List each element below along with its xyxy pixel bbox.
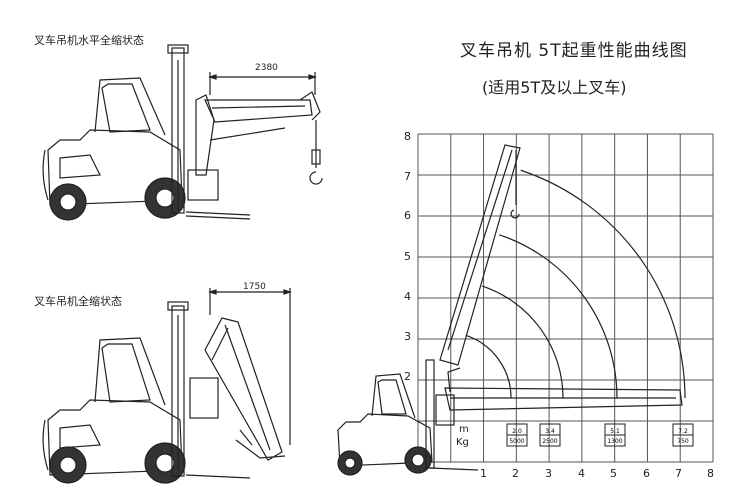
load-capacity-value: 2500 — [542, 438, 557, 445]
load-capacity-value: 750 — [677, 438, 689, 445]
top-caption: 叉车吊机水平全缩状态 — [34, 34, 144, 47]
y-tick-label: 3 — [404, 330, 411, 343]
forklift-crane-horizontal-drawing — [42, 44, 323, 221]
chart-title: 叉车吊机 5T起重性能曲线图 — [460, 41, 688, 61]
load-radius-value: 2.0 — [512, 428, 522, 435]
load-table-cell: 3.4 2500 — [539, 423, 561, 447]
y-tick-label: 7 — [404, 170, 411, 183]
y-tick-label: 8 — [404, 130, 411, 143]
x-tick-label: 1 — [480, 467, 487, 480]
x-tick-label: 2 — [512, 467, 519, 480]
load-radius-value: 7.2 — [678, 428, 688, 435]
load-radius-value: 3.4 — [545, 428, 555, 435]
load-table-cell: 2.0 5000 — [506, 423, 528, 447]
y-tick-label: 2 — [404, 370, 411, 383]
x-tick-label: 4 — [578, 467, 585, 480]
load-table-cell: 5.1 1300 — [604, 423, 626, 447]
load-capacity-value: 1300 — [607, 438, 622, 445]
load-capacity-value: 5000 — [509, 438, 524, 445]
bottom-dimension: 1750 — [243, 282, 266, 292]
unit-m-label: m — [459, 424, 469, 435]
bottom-caption: 叉车吊机全缩状态 — [34, 295, 122, 308]
y-tick-label: 5 — [404, 250, 411, 263]
arc-3-4m — [482, 285, 564, 399]
x-tick-label: 6 — [643, 467, 650, 480]
arc-5-1m — [499, 234, 618, 399]
x-tick-label: 3 — [545, 467, 552, 480]
y-tick-label: 6 — [404, 209, 411, 222]
load-radius-value: 5.1 — [610, 428, 620, 435]
x-tick-label: 7 — [675, 467, 682, 480]
arc-7-2m — [520, 169, 686, 399]
forklift-crane-retracted-drawing — [42, 288, 292, 484]
chart-subtitle: (适用5T及以上叉车) — [482, 78, 627, 97]
unit-kg-label: Kg — [456, 437, 469, 448]
chart-forklift-drawing — [337, 144, 683, 476]
x-tick-label: 8 — [707, 467, 714, 480]
y-tick-label: 4 — [404, 290, 411, 303]
x-tick-label: 5 — [610, 467, 617, 480]
top-dimension: 2380 — [255, 63, 278, 73]
